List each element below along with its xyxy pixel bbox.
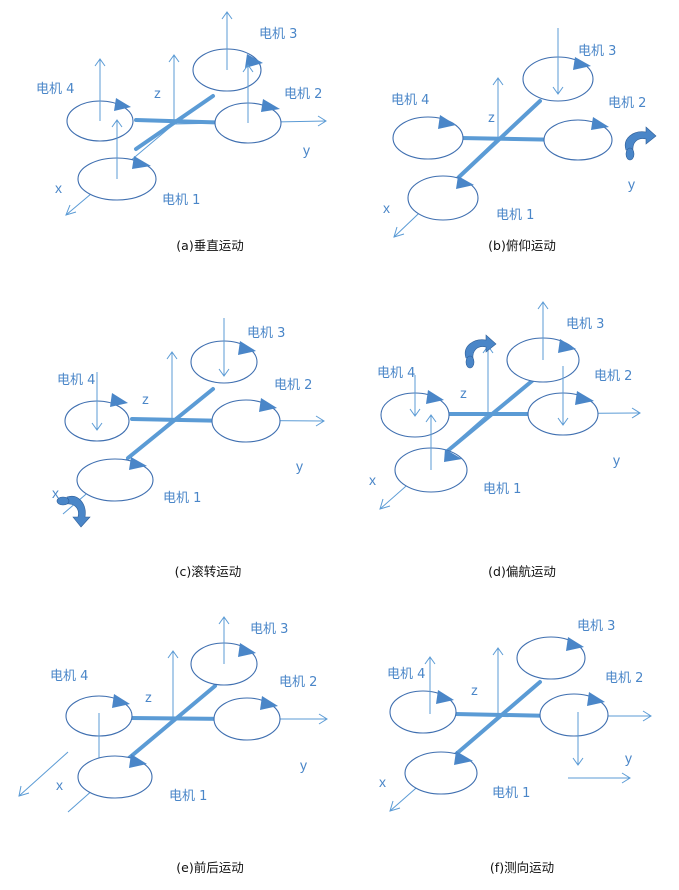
rotor-1 [394, 414, 468, 493]
motor-4-label: 电机 4 [57, 373, 95, 388]
axis-z-label: z [142, 391, 149, 407]
rotor-1 [407, 175, 479, 221]
panel-e-forward-backward-motion: z y x 电机 4 [18, 616, 328, 875]
rotor-2 [539, 692, 609, 766]
motor-4-label: 电机 4 [387, 667, 425, 682]
axis-x-label: x [56, 777, 63, 793]
axis-z-label: z [488, 109, 495, 125]
rotor-3 [190, 318, 258, 384]
panel-caption: (e)前后运动 [176, 860, 243, 875]
motor-1-label: 电机 1 [483, 482, 521, 497]
panel-f-lateral-motion: z y x 电机 4 [379, 619, 652, 875]
motor-2-label: 电机 2 [594, 369, 632, 384]
axis-y-label: y [613, 452, 620, 468]
rotor-3 [516, 636, 586, 680]
panel-b-pitch-motion: z y x 电机 4 电机 1 电机 3 [383, 28, 657, 253]
panel-caption: (b)俯仰运动 [488, 238, 556, 253]
panel-caption: (f)测向运动 [490, 860, 554, 875]
motor-4-label: 电机 4 [377, 366, 415, 381]
rotor-3 [522, 28, 594, 102]
axis-y-label: y [625, 750, 632, 766]
motor-2-label: 电机 2 [279, 675, 317, 690]
motor-3-label: 电机 3 [578, 44, 616, 59]
rotor-2 [527, 366, 599, 436]
roll-rotation-arrow-icon [56, 495, 91, 528]
rotor-2 [543, 117, 613, 161]
pitch-rotation-arrow-icon [624, 126, 657, 161]
rotor-2 [214, 64, 282, 144]
rotor-4 [392, 115, 464, 160]
axis-z-label: z [460, 385, 467, 401]
panel-caption: (d)偏航运动 [488, 564, 556, 579]
rotor-1 [76, 457, 154, 502]
axis-z-label: z [471, 682, 478, 698]
panel-a-vertical-motion: z y x 电机 4 电机 [36, 11, 327, 253]
motor-3-label: 电机 3 [247, 326, 285, 341]
rotor-1 [77, 119, 157, 201]
motor-1-label: 电机 1 [492, 786, 530, 801]
axis-z-label: z [145, 689, 152, 705]
motor-4-label: 电机 4 [50, 669, 88, 684]
lateral-direction-arrow-icon [568, 772, 631, 784]
axis-x-label: x [52, 485, 59, 501]
rotor-2 [211, 398, 281, 443]
panel-caption: (a)垂直运动 [176, 238, 243, 253]
motor-4-label: 电机 4 [36, 82, 74, 97]
axis-x-label: x [379, 774, 386, 790]
motor-1-label: 电机 1 [496, 208, 534, 223]
motor-1-label: 电机 1 [162, 193, 200, 208]
axis-x-label: x [369, 472, 376, 488]
panel-c-roll-motion: z y x 电机 4 电机 1 电机 [52, 318, 325, 579]
rotor-4 [64, 372, 130, 442]
axis-y-label: y [303, 142, 310, 158]
axis-z-label: z [154, 85, 161, 101]
motor-4-label: 电机 4 [391, 93, 429, 108]
axis-y-label: y [296, 458, 303, 474]
frame-arms [453, 680, 557, 757]
rotor-4 [389, 656, 457, 734]
axis-x-label: x [55, 180, 62, 196]
motor-1-label: 电机 1 [163, 491, 201, 506]
forward-direction-arrow-icon [18, 751, 69, 797]
motor-2-label: 电机 2 [284, 87, 322, 102]
panel-caption: (c)滚转运动 [175, 564, 242, 579]
rotor-3 [192, 11, 263, 92]
rotor-3 [506, 301, 580, 383]
motor-3-label: 电机 3 [566, 317, 604, 332]
rotor-2 [213, 696, 281, 741]
motor-3-label: 电机 3 [577, 619, 615, 634]
axis-y-label: y [628, 176, 635, 192]
motor-2-label: 电机 2 [274, 378, 312, 393]
motor-2-label: 电机 2 [608, 96, 646, 111]
rotor-3 [190, 616, 258, 686]
rotor-4 [380, 375, 450, 438]
rotor-4 [66, 58, 134, 142]
rotor-1 [404, 751, 478, 795]
axis-x-label: x [383, 200, 390, 216]
motor-2-label: 电机 2 [605, 671, 643, 686]
rotor-1 [77, 754, 153, 799]
panel-d-yaw-motion: z y x 电机 4 [369, 301, 641, 579]
motor-1-label: 电机 1 [169, 789, 207, 804]
motor-3-label: 电机 3 [259, 27, 297, 42]
axis-y-label: y [300, 757, 307, 773]
motor-3-label: 电机 3 [250, 622, 288, 637]
